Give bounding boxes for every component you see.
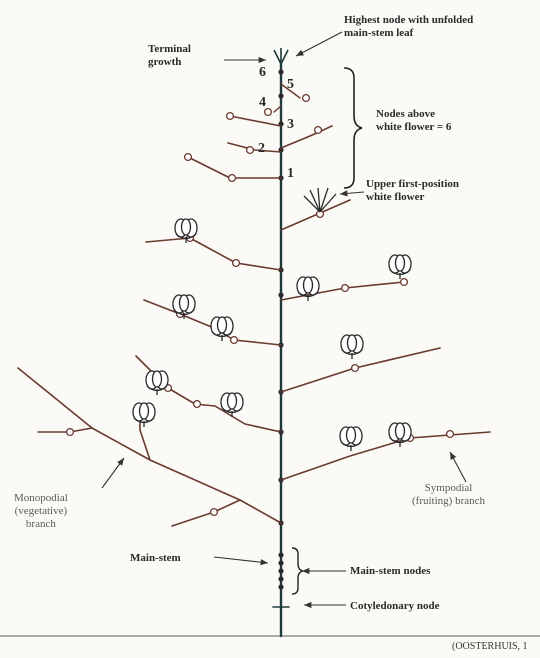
branch-node-2-left: [228, 143, 281, 152]
terminal-bud-icon: [274, 48, 288, 64]
label-monopodial-branch: Monopodial (vegetative) branch: [14, 492, 68, 531]
monopodial-sub-3: [172, 500, 240, 526]
fruiting-site: [227, 113, 234, 120]
main-stem-node: [278, 568, 283, 573]
fruiting-site: [233, 260, 240, 267]
left-branch-3: [136, 356, 281, 432]
sympodial-branch: [281, 432, 490, 480]
main-stem-node: [278, 576, 283, 581]
arrow-terminal-growth-head: [259, 57, 266, 63]
brace-nodes-above-white-flower: [344, 68, 362, 188]
fruiting-site: [447, 431, 454, 438]
fruiting-site: [185, 154, 192, 161]
cotton-boll-icon: [133, 403, 155, 427]
main-stem-node: [278, 560, 283, 565]
fruiting-site: [211, 509, 218, 516]
main-stem-node: [278, 93, 283, 98]
fruiting-site: [342, 285, 349, 292]
main-stem-node: [278, 584, 283, 589]
fruiting-site: [194, 401, 201, 408]
arrow-cotyledonary-head: [304, 602, 311, 608]
label-cotyledonary-node: Cotyledonary node: [350, 600, 440, 613]
cotton-boll-icon: [297, 277, 319, 301]
node-number-5: 5: [287, 78, 294, 92]
cotton-boll-icon: [146, 371, 168, 395]
fruiting-site: [352, 365, 359, 372]
fruiting-site: [315, 127, 322, 134]
upper-flower-branch: [281, 200, 350, 230]
fruiting-site: [303, 95, 310, 102]
node-number-2: 2: [258, 142, 265, 156]
main-stem-node: [278, 69, 283, 74]
arrow-monopodial-head: [117, 458, 124, 466]
cotton-boll-icon: [340, 427, 362, 451]
label-sympodial-branch: Sympodial (fruiting) branch: [412, 482, 485, 508]
fruiting-site: [401, 279, 408, 286]
right-branch-2: [281, 348, 440, 392]
arrow-highest-node: [296, 32, 342, 56]
label-highest-node: Highest node with unfolded main-stem lea…: [344, 14, 473, 40]
node-number-4: 4: [259, 96, 266, 110]
fruiting-site: [247, 147, 254, 154]
fruiting-site: [229, 175, 236, 182]
label-upper-first-position-flower: Upper first-position white flower: [366, 178, 459, 204]
main-stem-node: [278, 552, 283, 557]
node-number-6: 6: [259, 66, 266, 80]
source-credit: (OOSTERHUIS, 1: [452, 640, 528, 653]
arrow-main-stem: [214, 557, 268, 563]
cotton-boll-icon: [221, 393, 243, 417]
cotton-boll-icon: [389, 255, 411, 279]
fruiting-site: [231, 337, 238, 344]
arrow-main-stem-head: [260, 559, 268, 565]
cotton-boll-icon: [341, 335, 363, 359]
label-main-stem-nodes: Main-stem nodes: [350, 565, 430, 578]
label-main-stem: Main-stem: [130, 552, 181, 565]
node-number-1: 1: [287, 167, 294, 181]
branch-node-3-left: [230, 116, 281, 126]
brace-main-stem-nodes: [292, 548, 303, 594]
label-terminal-growth: Terminal growth: [148, 43, 191, 69]
monopodial-sub-2: [38, 428, 92, 432]
node-number-3: 3: [287, 118, 294, 132]
label-nodes-above-white-flower: Nodes above white flower = 6: [376, 108, 451, 134]
left-branch-1: [146, 238, 281, 270]
fruiting-site: [67, 429, 74, 436]
main-stem-node: [278, 292, 283, 297]
